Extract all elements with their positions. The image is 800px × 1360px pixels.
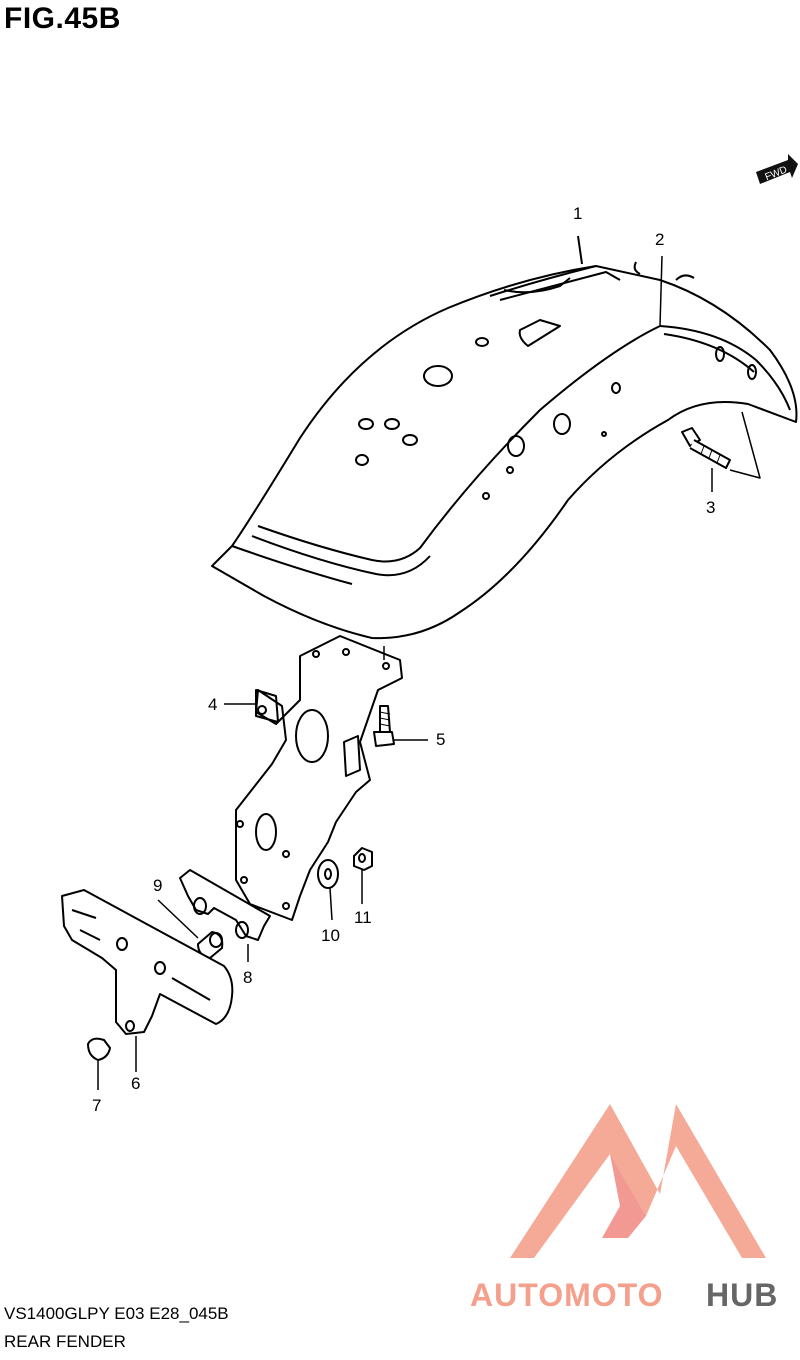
watermark-text-automoto: AUTOMOTO — [470, 1277, 663, 1313]
collar-part-9 — [157, 899, 224, 959]
bolt-part-3 — [681, 411, 761, 492]
callout-10: 10 — [321, 926, 340, 945]
plate-part-8 — [179, 869, 271, 962]
callout-9: 9 — [153, 876, 163, 895]
rear-fender-part — [211, 235, 798, 640]
grommet-part-7 — [87, 1037, 111, 1090]
license-bracket-part-6 — [61, 889, 234, 1072]
callout-6: 6 — [131, 1074, 141, 1093]
callout-8: 8 — [243, 968, 253, 987]
washer-part-10 — [317, 859, 339, 921]
callout-11: 11 — [354, 908, 372, 927]
callout-1: 1 — [573, 204, 583, 223]
figure-title: FIG.45B — [4, 2, 121, 35]
bracket-part-4 — [224, 635, 403, 921]
callout-2: 2 — [655, 230, 665, 249]
nut-part-11 — [353, 847, 373, 904]
automotohub-logo: AUTOMOTO HUB — [470, 1098, 796, 1323]
section-name: REAR FENDER — [4, 1332, 126, 1351]
watermark-text-hub: HUB — [706, 1277, 778, 1313]
callout-5: 5 — [436, 730, 446, 749]
model-code: VS1400GLPY E03 E28_045B — [4, 1304, 229, 1323]
callout-7: 7 — [92, 1096, 102, 1115]
callout-4: 4 — [208, 695, 218, 714]
bolt-part-5 — [373, 705, 428, 747]
callout-3: 3 — [706, 498, 716, 517]
fwd-arrow-icon: FWD — [754, 150, 800, 195]
